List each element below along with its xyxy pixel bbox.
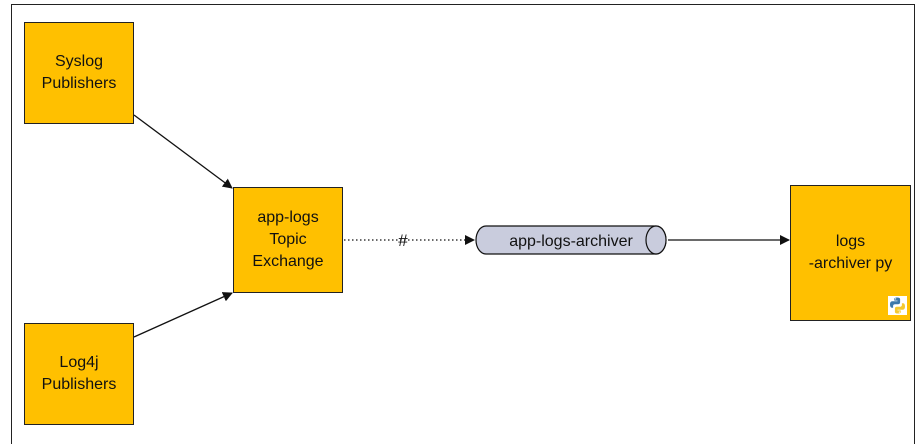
exchange-node-line-1: app-logs [257, 209, 319, 226]
exchange-node-line-2: Topic [269, 231, 307, 248]
topic-exchange-node: app-logs Topic Exchange [233, 187, 343, 293]
exchange-node-line-3: Exchange [252, 253, 324, 270]
consumer-node-line-2: -archiver py [808, 255, 893, 272]
diagram-frame [11, 4, 915, 444]
syslog-node-line-2: Publishers [41, 75, 117, 92]
queue-label: app-logs-archiver [509, 233, 633, 250]
syslog-to-exchange-arrow [133, 114, 233, 189]
consumer-node-line-1: logs [835, 233, 866, 250]
log4j-to-exchange-arrow [133, 292, 233, 338]
log4j-node-line-1: Log4j [59, 354, 99, 371]
log4j-publishers-node: Log4j Publishers [24, 323, 134, 425]
routing-key-label: # [398, 231, 408, 250]
python-icon [888, 296, 907, 315]
syslog-publishers-node: Syslog Publishers [24, 22, 134, 124]
queue-cylinder [475, 225, 667, 255]
syslog-node-line-1: Syslog [54, 53, 104, 70]
log4j-node-line-2: Publishers [41, 376, 117, 393]
